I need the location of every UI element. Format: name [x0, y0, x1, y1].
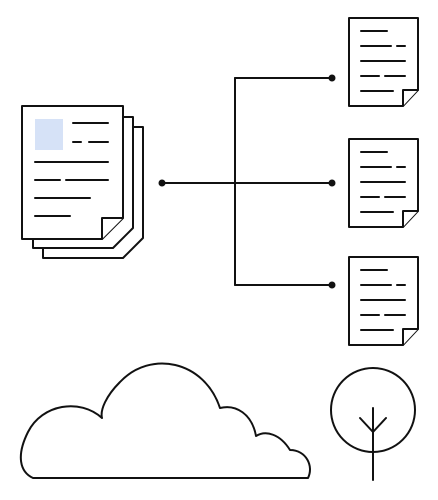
connector-end-dot-top [328, 74, 336, 82]
connector-end-dot-middle [328, 179, 336, 187]
document-icon-top [348, 17, 419, 107]
page-fold-corner [101, 217, 124, 240]
document-stack-front-page [21, 105, 124, 240]
document-icon-middle [348, 138, 419, 228]
connector-end-dot-bottom [328, 281, 336, 289]
text-lines [34, 122, 109, 217]
document-stack-icon [21, 105, 144, 259]
document-icon-bottom [348, 256, 419, 346]
tree-icon [330, 367, 416, 481]
branch-connector [158, 74, 336, 289]
cloud-icon [19, 362, 311, 479]
highlight-block [35, 119, 63, 150]
